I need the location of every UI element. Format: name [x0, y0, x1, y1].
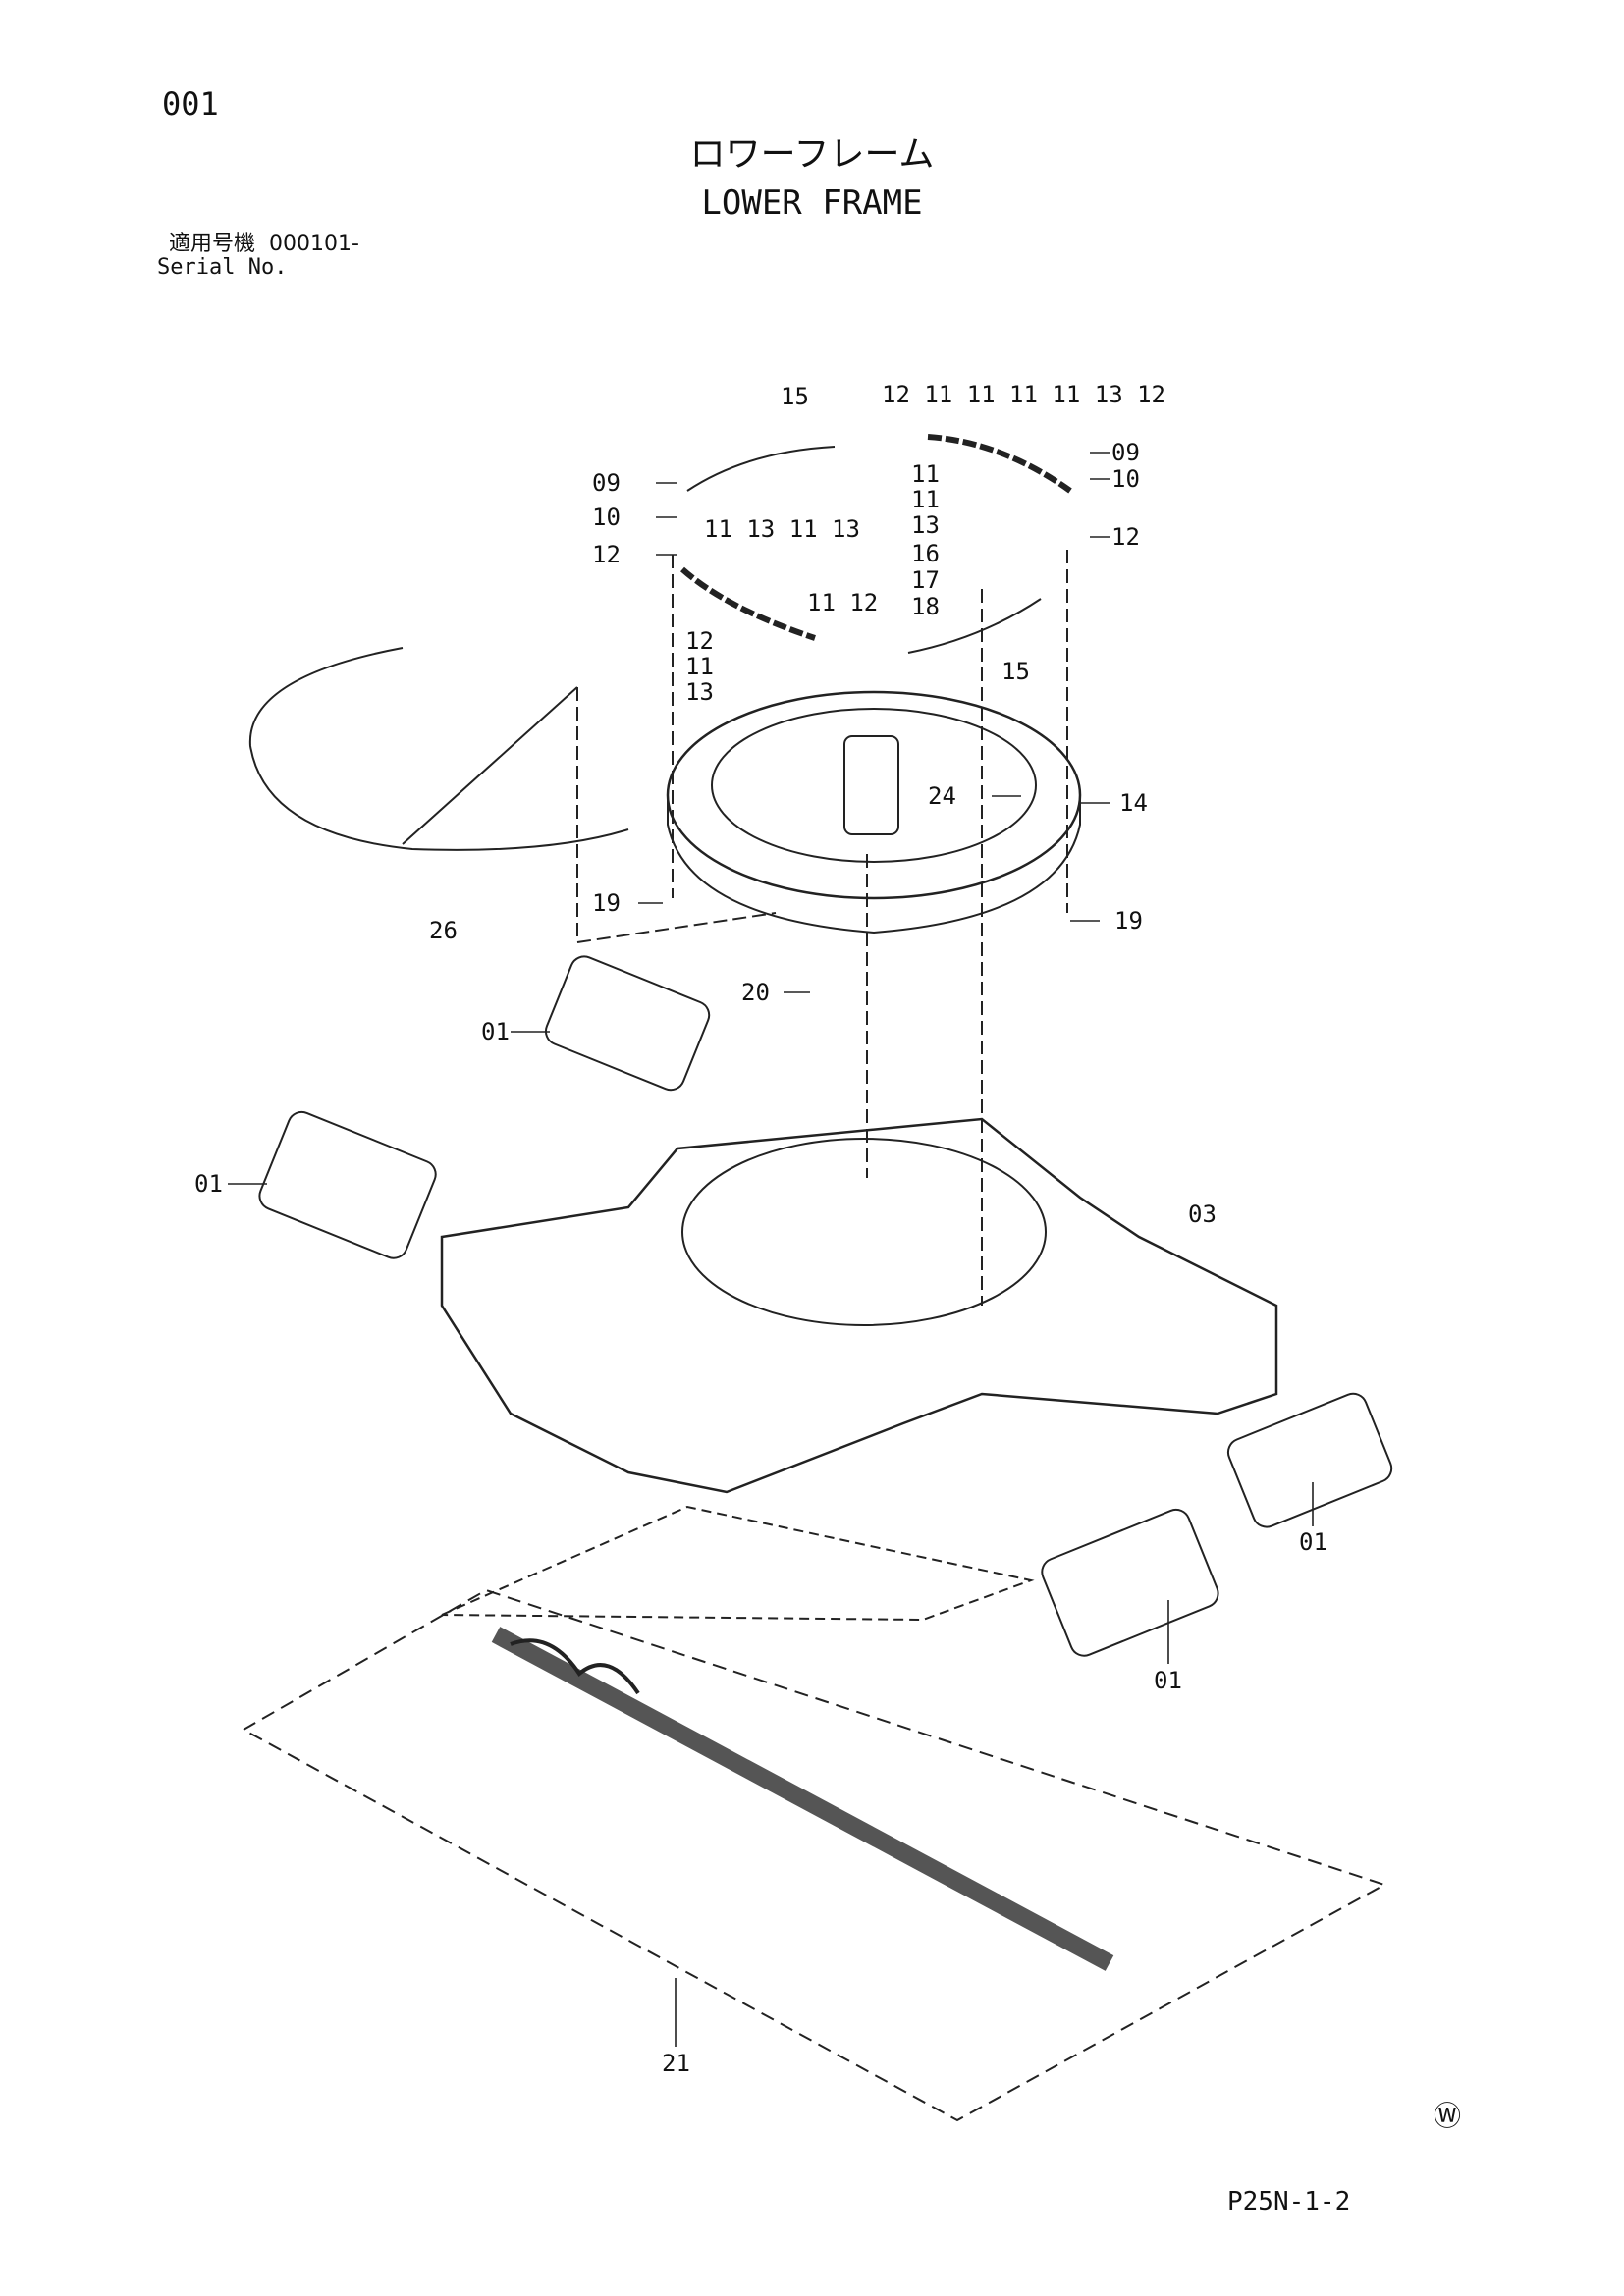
page-title-japanese: ロワーフレーム — [689, 134, 935, 175]
callout-14: 14 — [1119, 789, 1148, 817]
callout-13-right: 13 — [911, 511, 940, 539]
frame-slewing-ring — [681, 1138, 1047, 1326]
callout-01-upper-left: 01 — [481, 1018, 510, 1045]
swing-bearing-inner — [711, 708, 1037, 863]
seal-strip-left — [686, 446, 836, 492]
shim-chain-left — [680, 566, 816, 641]
callout-mid-row: 11 13 11 13 — [704, 515, 860, 543]
page-number: 001 — [162, 85, 219, 123]
callout-01-lower-right: 01 — [1154, 1667, 1182, 1694]
callout-03: 03 — [1188, 1201, 1217, 1228]
callout-11-right-b: 11 — [911, 486, 940, 513]
seal-strip-right — [907, 598, 1042, 654]
callout-11-left-lower: 11 — [685, 653, 714, 680]
callout-12-left-lower: 12 — [685, 627, 714, 655]
serial-value: 000101- — [269, 232, 359, 256]
callout-12-right: 12 — [1111, 523, 1140, 551]
document-code: P25N-1-2 — [1227, 2187, 1351, 2216]
callout-20: 20 — [741, 979, 770, 1006]
center-joint — [843, 735, 899, 835]
lower-frame — [440, 1117, 1278, 1494]
group-outline-upper — [441, 1505, 1035, 1622]
callout-21: 21 — [662, 2050, 690, 2077]
callout-01-right: 01 — [1299, 1528, 1327, 1556]
callout-26: 26 — [429, 917, 458, 944]
callout-19-right: 19 — [1114, 907, 1143, 934]
callout-top-row: 12 11 11 11 11 13 12 — [882, 381, 1165, 408]
serial-label-japanese: 適用号機 — [169, 232, 256, 256]
callout-13-left-lower: 13 — [685, 678, 714, 706]
callout-10-left: 10 — [592, 504, 621, 531]
shim-chain-right — [927, 434, 1072, 494]
callout-24: 24 — [928, 782, 956, 810]
callout-15-right: 15 — [1001, 658, 1030, 685]
serial-label: Serial No. — [157, 255, 288, 280]
swing-bearing-outer — [666, 690, 1082, 900]
marker-symbol: Ⓦ — [1434, 2100, 1462, 2132]
track-frame-right — [1226, 1392, 1393, 1528]
track-frame-left — [258, 1110, 437, 1259]
callout-10-right: 10 — [1111, 465, 1140, 493]
callout-11-12: 11 12 — [807, 589, 878, 616]
callout-17: 17 — [911, 566, 940, 594]
callout-12-left: 12 — [592, 541, 621, 568]
callout-19-left: 19 — [592, 889, 621, 917]
recoil-cylinder — [491, 1627, 1114, 1971]
track-frame-upper-left — [544, 955, 711, 1092]
swing-bearing-lower-edge — [667, 795, 1081, 934]
page-title: LOWER FRAME — [701, 184, 923, 223]
callout-16: 16 — [911, 540, 940, 567]
callout-15-left: 15 — [781, 383, 809, 410]
serial-line: 適用号機 000101- — [169, 234, 359, 255]
callout-09-left: 09 — [592, 469, 621, 497]
recoil-spring — [510, 1638, 640, 1695]
group-outline-21 — [241, 1588, 1387, 2122]
callout-18: 18 — [911, 593, 940, 620]
track-frame-lower-right — [1041, 1508, 1219, 1657]
hose-assembly — [248, 647, 629, 851]
callout-01-left: 01 — [194, 1170, 223, 1198]
callout-09-right: 09 — [1111, 439, 1140, 466]
callout-11-right-a: 11 — [911, 460, 940, 488]
